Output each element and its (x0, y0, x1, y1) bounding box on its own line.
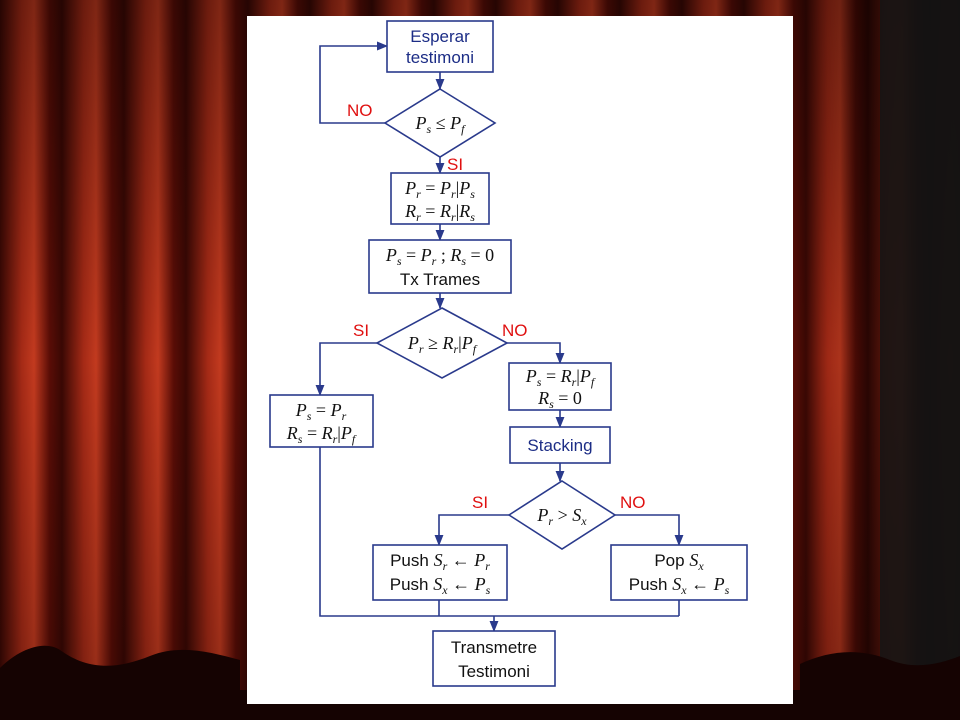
node-stacking: Stacking (509, 426, 611, 464)
decision-3-no-label: NO (620, 493, 646, 512)
right-line1: Ps = Rr|Pf (525, 366, 596, 389)
flowchart-panel: Esperar testimoni Ps ≤ Pf NO SI Pr = Pr|… (247, 16, 793, 704)
wait-line2: testimoni (406, 48, 474, 67)
decision-2-expr: Pr ≥ Rr|Pf (407, 333, 478, 356)
right-line2: Rs = 0 (537, 388, 582, 411)
node-tx-frames: Ps = Pr ; Rs = 0 Tx Trames (368, 239, 512, 294)
node-push: Push Sr ← Pr Push Sx ← Ps (372, 544, 508, 601)
flowchart: Esperar testimoni Ps ≤ Pf NO SI Pr = Pr|… (269, 20, 748, 687)
pop-line2: Push Sx ← Ps (629, 574, 730, 597)
node-left-ps-rs: Ps = Pr Rs = Rr|Pf (269, 394, 374, 448)
pop-line1: Pop Sx (654, 550, 704, 573)
push-line2: Push Sx ← Ps (390, 574, 491, 597)
wait-line1: Esperar (410, 27, 470, 46)
update-line1: Pr = Pr|Ps (404, 178, 475, 201)
decision-2-yes-label: SI (353, 321, 369, 340)
decision-ps-le-pf: Ps ≤ Pf NO SI (347, 88, 497, 174)
left-line1: Ps = Pr (295, 400, 347, 423)
decision-1-no-label: NO (347, 101, 373, 120)
decision-3-yes-label: SI (472, 493, 488, 512)
connectors (315, 41, 684, 633)
node-update-pr-rr: Pr = Pr|Ps Rr = Rr|Rs (390, 172, 490, 225)
decision-1-yes-label: SI (447, 155, 463, 174)
loop-back-line (319, 41, 395, 124)
update-line2: Rr = Rr|Rs (404, 201, 475, 224)
stacking-label: Stacking (527, 436, 592, 455)
node-wait-token: Esperar testimoni (386, 20, 494, 73)
decision-pr-gt-sx: Pr > Sx SI NO (472, 480, 646, 550)
node-pop: Pop Sx Push Sx ← Ps (610, 544, 748, 601)
decision-1-expr: Ps ≤ Pf (415, 113, 467, 136)
left-line2: Rs = Rr|Pf (286, 423, 357, 446)
end-line2: Testimoni (458, 662, 530, 681)
node-right-ps-rs: Ps = Rr|Pf Rs = 0 (508, 362, 612, 411)
node-transmit-token: Transmetre Testimoni (432, 630, 556, 687)
decision-2-no-label: NO (502, 321, 528, 340)
push-line1: Push Sr ← Pr (390, 550, 490, 573)
tx-line1: Ps = Pr ; Rs = 0 (385, 245, 494, 268)
decision-3-expr: Pr > Sx (536, 505, 587, 528)
decision-pr-ge-rr-pf: Pr ≥ Rr|Pf SI NO (353, 307, 528, 379)
end-line1: Transmetre (451, 638, 537, 657)
tx-line2: Tx Trames (400, 270, 480, 289)
